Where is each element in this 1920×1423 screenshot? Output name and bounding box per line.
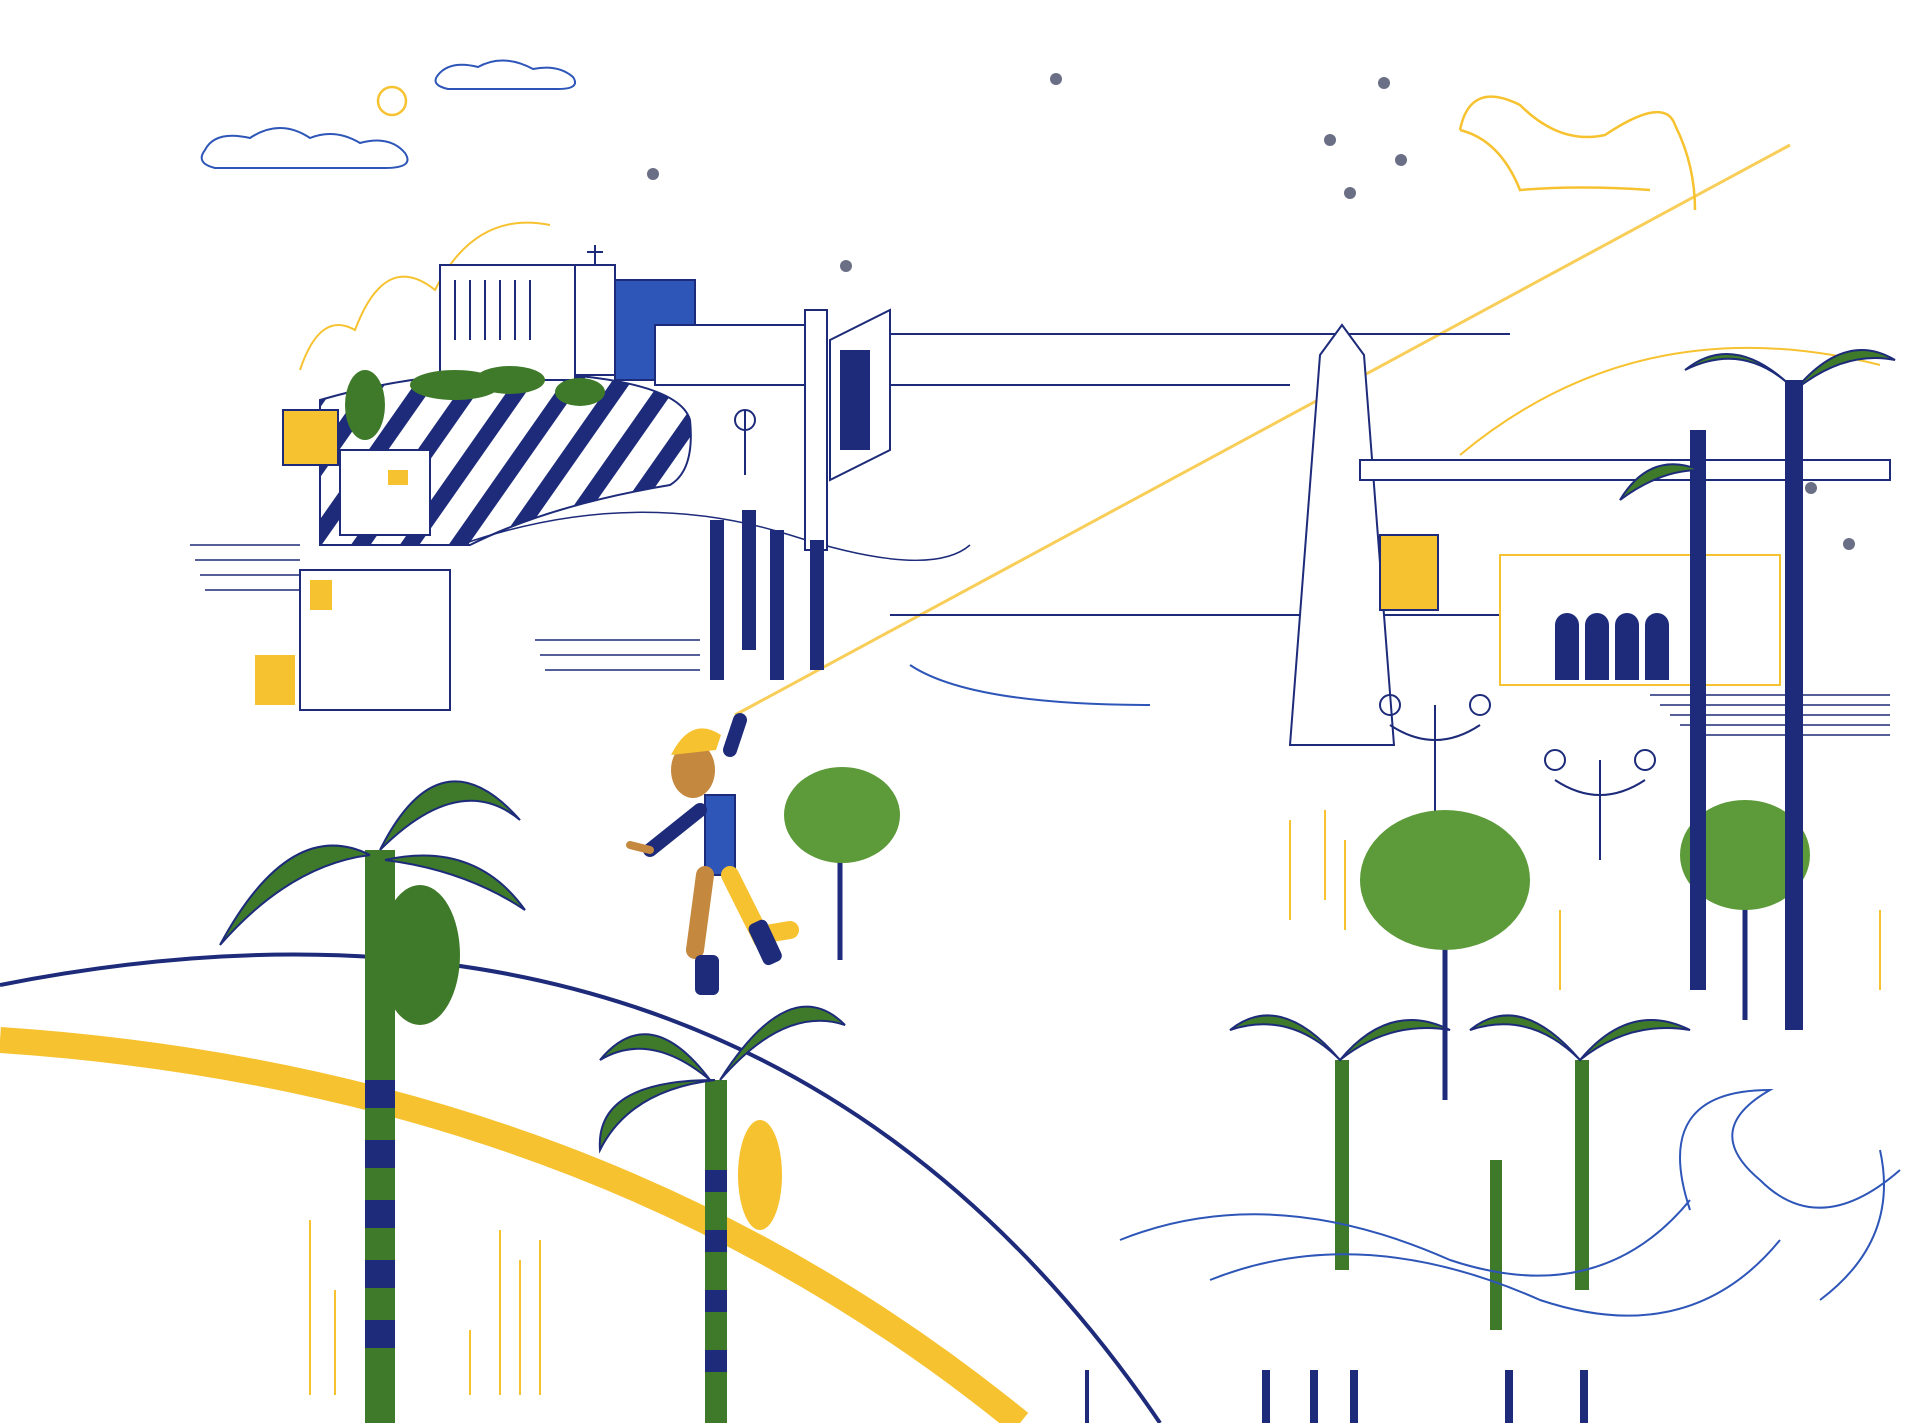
- horizon-lines: [890, 333, 1560, 616]
- zipline-kid: [626, 713, 799, 995]
- cap-outline: [1458, 95, 1697, 211]
- waves: [1119, 1088, 1901, 1317]
- bush-cluster: [345, 366, 605, 440]
- hilltop-town: [190, 221, 971, 711]
- bell-tower: [574, 264, 616, 376]
- church-building: [439, 264, 576, 381]
- seashore-curve: [909, 664, 1151, 706]
- obelisk: [1288, 323, 1396, 746]
- right-palms: [1619, 349, 1896, 1030]
- yellow-balcony: [1379, 534, 1439, 611]
- small-trees: [784, 767, 1810, 1100]
- poles: [1085, 1370, 1588, 1423]
- striped-columns: [710, 510, 824, 680]
- baseball: [376, 85, 408, 117]
- mountain-outline: [299, 221, 551, 371]
- cloud-left: [200, 127, 409, 169]
- cloud-top: [434, 59, 577, 90]
- navy-arc: [0, 952, 1162, 1423]
- stairs-right: [1650, 694, 1890, 736]
- street-lamps: [734, 409, 1656, 860]
- white-house: [339, 449, 431, 536]
- yellow-house: [282, 409, 339, 466]
- stone-wall: [654, 324, 806, 386]
- mid-palm: [598, 1005, 846, 1423]
- bridge: [1359, 346, 1891, 481]
- mid-right-palms: [1229, 1014, 1691, 1330]
- zipline: [734, 143, 1791, 717]
- far-hill-line: [459, 511, 971, 562]
- sky: [200, 59, 1855, 717]
- big-palm-left: [219, 780, 526, 1423]
- arcade-building: [1379, 534, 1781, 686]
- wheat-stalks: [309, 810, 1881, 1395]
- stair-lines: [190, 544, 700, 671]
- blue-window: [840, 350, 870, 450]
- yellow-arc: [0, 1027, 1029, 1423]
- stars: [647, 73, 1855, 550]
- fortress-wall: [710, 308, 891, 680]
